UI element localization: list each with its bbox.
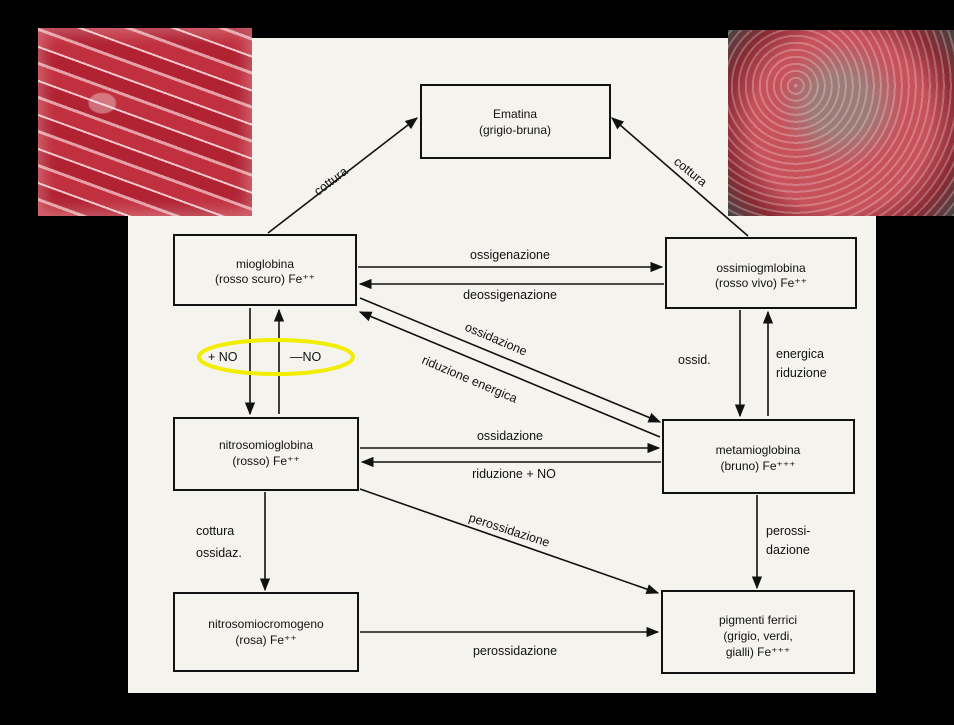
- label-perossidazione-bottom: perossidazione: [473, 644, 557, 658]
- ematina-line2: (grigio-bruna): [479, 123, 551, 137]
- label-ossidaz: ossidaz.: [196, 546, 242, 560]
- label-ossigenazione: ossigenazione: [470, 248, 550, 262]
- label-riduzione-energica: riduzione energica: [420, 353, 520, 406]
- label-dazione: dazione: [766, 543, 810, 557]
- pigmenti-line3: gialli) Fe⁺⁺⁺: [726, 645, 790, 659]
- ossimioglobina-line1: ossimiogmlobina: [716, 261, 806, 275]
- node-ematina: Ematina (grigio-bruna): [421, 85, 610, 158]
- node-nitrosomiocromogeno: nitrosomiocromogeno (rosa) Fe⁺⁺: [174, 593, 358, 671]
- ematina-line1: Ematina: [493, 107, 537, 121]
- node-ossimioglobina: ossimiogmlobina (rosso vivo) Fe⁺⁺: [666, 238, 856, 308]
- pigmenti-line2: (grigio, verdi,: [723, 629, 792, 643]
- mioglobina-line1: mioglobina: [236, 257, 294, 271]
- node-metamioglobina: metamioglobina (bruno) Fe⁺⁺⁺: [663, 420, 854, 493]
- label-deossigenazione: deossigenazione: [463, 288, 557, 302]
- label-cottura-right: cottura: [671, 154, 710, 189]
- label-riduzione: riduzione: [776, 366, 827, 380]
- label-ossidazione-mid: ossidazione: [477, 429, 543, 443]
- nitrosomiocromogeno-line1: nitrosomiocromogeno: [208, 617, 324, 631]
- ossimioglobina-line2: (rosso vivo) Fe⁺⁺: [715, 276, 807, 290]
- label-ossidazione-diag: ossidazione: [463, 320, 529, 359]
- node-pigmenti-ferrici: pigmenti ferrici (grigio, verdi, gialli)…: [662, 591, 854, 673]
- node-mioglobina: mioglobina (rosso scuro) Fe⁺⁺: [174, 235, 356, 305]
- label-cottura-left: cottura: [311, 164, 350, 198]
- label-riduzione-no: riduzione + NO: [472, 467, 556, 481]
- mioglobina-line2: (rosso scuro) Fe⁺⁺: [215, 272, 315, 286]
- metamioglobina-line1: metamioglobina: [716, 443, 801, 457]
- nitrosomioglobina-line1: nitrosomioglobina: [219, 438, 313, 452]
- arrow-perossidazione-diag: [360, 489, 658, 593]
- arrow-riduzione-energica: [360, 312, 660, 437]
- nitrosomioglobina-line2: (rosso) Fe⁺⁺: [232, 454, 299, 468]
- metamioglobina-line2: (bruno) Fe⁺⁺⁺: [720, 459, 795, 473]
- label-plus-no: + NO: [208, 350, 238, 364]
- label-perossi: perossi-: [766, 524, 810, 538]
- arrow-cottura-right: [612, 118, 748, 236]
- label-minus-no: —NO: [290, 350, 322, 364]
- nitrosomiocromogeno-line2: (rosa) Fe⁺⁺: [235, 633, 296, 647]
- label-ossid: ossid.: [678, 353, 711, 367]
- node-nitrosomioglobina: nitrosomioglobina (rosso) Fe⁺⁺: [174, 418, 358, 490]
- label-energica: energica: [776, 347, 824, 361]
- pigmenti-line1: pigmenti ferrici: [719, 613, 797, 627]
- label-cottura: cottura: [196, 524, 234, 538]
